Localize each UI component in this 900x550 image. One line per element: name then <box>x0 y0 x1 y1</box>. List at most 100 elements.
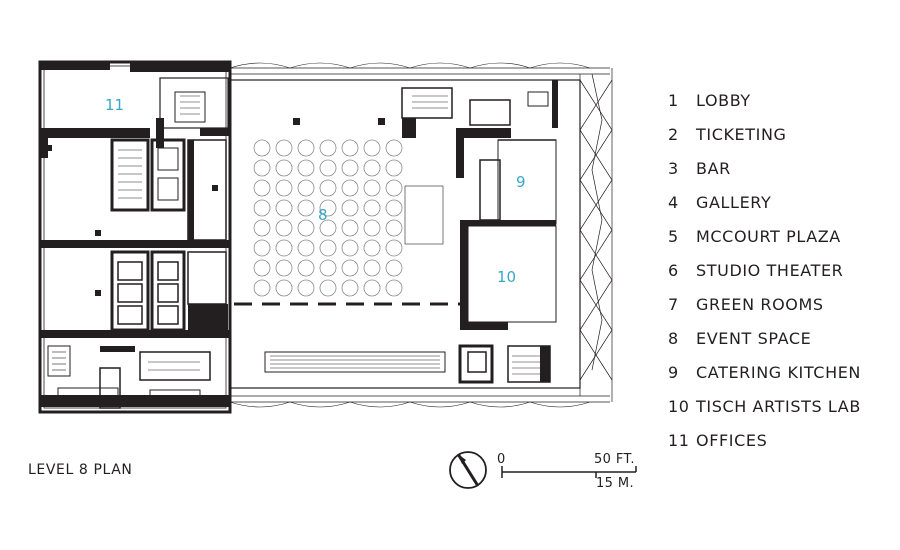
legend-label: LOBBY <box>696 91 751 110</box>
round-table <box>297 219 315 237</box>
round-table <box>341 239 359 257</box>
round-table <box>275 199 293 217</box>
round-table <box>341 159 359 177</box>
legend-number: 6 <box>668 261 679 280</box>
round-table <box>253 219 271 237</box>
round-table <box>275 139 293 157</box>
round-table <box>385 139 403 157</box>
legend-item: 8 EVENT SPACE <box>668 328 893 362</box>
legend-item: 11 OFFICES <box>668 430 893 464</box>
round-table <box>319 239 337 257</box>
round-table <box>253 259 271 277</box>
round-table <box>253 239 271 257</box>
round-table <box>319 279 337 297</box>
legend-label: TICKETING <box>696 125 787 144</box>
room-number-8: 8 <box>318 206 328 224</box>
round-table <box>363 199 381 217</box>
legend-label: GREEN ROOMS <box>696 295 824 314</box>
round-table <box>253 179 271 197</box>
legend-number: 5 <box>668 227 679 246</box>
event-space-wing <box>229 62 610 408</box>
legend-label: TISCH ARTISTS LAB <box>696 397 861 416</box>
legend-number: 4 <box>668 193 679 212</box>
round-table <box>319 199 337 217</box>
round-table <box>363 219 381 237</box>
round-table <box>385 239 403 257</box>
round-table <box>275 239 293 257</box>
legend-item: 4 GALLERY <box>668 192 893 226</box>
scale-bar <box>501 466 637 478</box>
scale-feet-label: 50 FT. <box>594 452 635 467</box>
legend-number: 11 <box>668 431 690 450</box>
round-table <box>297 259 315 277</box>
round-table <box>341 179 359 197</box>
round-table <box>363 279 381 297</box>
round-table <box>341 199 359 217</box>
round-table <box>275 159 293 177</box>
round-table <box>319 259 337 277</box>
round-table <box>385 259 403 277</box>
legend-number: 8 <box>668 329 679 348</box>
legend-number: 10 <box>668 397 690 416</box>
room-number-9: 9 <box>516 173 526 191</box>
round-table <box>253 139 271 157</box>
banquet-tables <box>253 139 403 297</box>
room-number-11: 11 <box>105 96 124 114</box>
round-table <box>341 259 359 277</box>
round-table <box>297 179 315 197</box>
legend-number: 1 <box>668 91 679 110</box>
round-table <box>297 279 315 297</box>
legend-label: OFFICES <box>696 431 768 450</box>
round-table <box>319 159 337 177</box>
legend-label: STUDIO THEATER <box>696 261 844 280</box>
round-table <box>385 179 403 197</box>
round-table <box>363 159 381 177</box>
round-table <box>253 159 271 177</box>
north-arrow-icon <box>449 451 487 489</box>
round-table <box>275 259 293 277</box>
round-table <box>385 199 403 217</box>
room-number-10: 10 <box>497 268 516 286</box>
legend-item: 10 TISCH ARTISTS LAB <box>668 396 893 430</box>
facade-truss <box>579 68 613 402</box>
legend-label: BAR <box>696 159 731 178</box>
legend-number: 7 <box>668 295 679 314</box>
legend-number: 3 <box>668 159 679 178</box>
round-table <box>319 139 337 157</box>
round-table <box>275 279 293 297</box>
legend-number: 9 <box>668 363 679 382</box>
legend-item: 2 TICKETING <box>668 124 893 158</box>
plan-title: LEVEL 8 PLAN <box>28 462 133 478</box>
round-table <box>363 179 381 197</box>
legend-label: EVENT SPACE <box>696 329 812 348</box>
round-table <box>363 239 381 257</box>
round-table <box>275 179 293 197</box>
round-table <box>297 239 315 257</box>
left-core-building <box>38 60 232 414</box>
round-table <box>341 279 359 297</box>
round-table <box>341 139 359 157</box>
round-table <box>319 219 337 237</box>
round-table <box>253 199 271 217</box>
legend-item: 9 CATERING KITCHEN <box>668 362 893 396</box>
legend-number: 2 <box>668 125 679 144</box>
round-table <box>297 139 315 157</box>
round-table <box>363 259 381 277</box>
round-table <box>385 279 403 297</box>
scale-zero-label: 0 <box>497 452 506 467</box>
legend-item: 3 BAR <box>668 158 893 192</box>
round-table <box>297 159 315 177</box>
legend-label: CATERING KITCHEN <box>696 363 861 382</box>
round-table <box>319 179 337 197</box>
legend-item: 1 LOBBY <box>668 90 893 124</box>
legend-item: 7 GREEN ROOMS <box>668 294 893 328</box>
round-table <box>385 219 403 237</box>
round-table <box>385 159 403 177</box>
scale-meters-label: 15 M. <box>596 476 635 491</box>
legend-label: GALLERY <box>696 193 772 212</box>
round-table <box>341 219 359 237</box>
legend-item: 6 STUDIO THEATER <box>668 260 893 294</box>
round-table <box>275 219 293 237</box>
